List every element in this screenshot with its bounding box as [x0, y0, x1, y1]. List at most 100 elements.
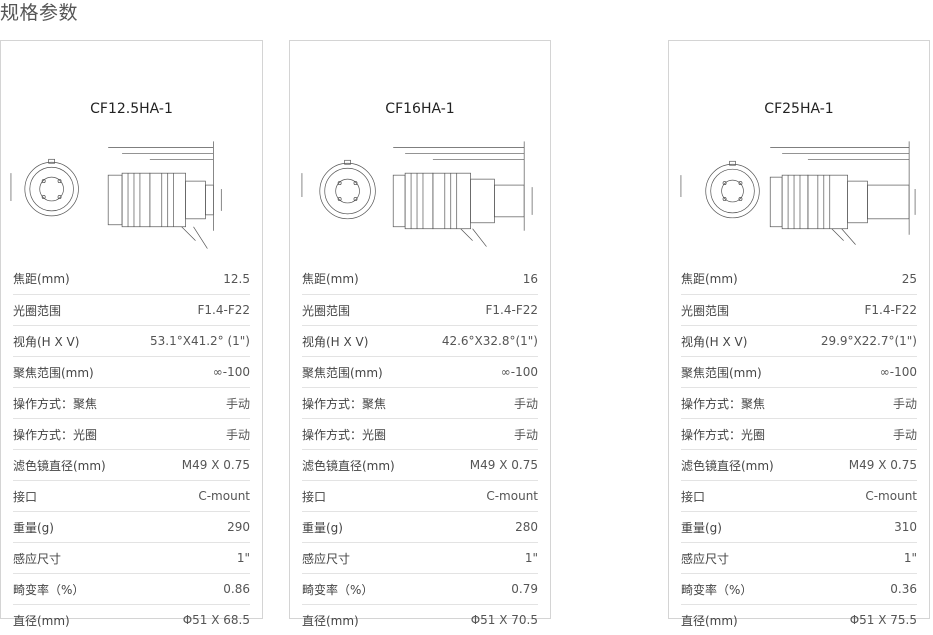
spec-value: 42.6°X32.8°(1") — [441, 334, 538, 348]
spec-table: 焦距(mm)16 光圈范围 F1.4-F22 视角(H X V) 42.6°X32.… — [302, 263, 538, 635]
spec-value: 手动 — [892, 427, 917, 442]
spec-row-distortion: 畸变率（%） 0.86 — [13, 573, 250, 604]
spec-label: 滤色镜直径(mm) — [681, 458, 774, 473]
product-name: CF25HA-1 — [764, 101, 834, 117]
spec-row-sensor-size: 感应尺寸 1" — [681, 542, 917, 573]
spec-value: F1.4-F22 — [197, 303, 251, 317]
spec-row-distortion: 畸变率（%） 0.36 — [681, 573, 917, 604]
spec-row-focal-length: 焦距(mm)16 — [302, 263, 538, 294]
spec-row-view-angle: 视角(H X V) 42.6°X32.8°(1") — [302, 325, 538, 356]
spec-value: F1.4-F22 — [485, 303, 539, 317]
lens-drawing-svg — [680, 141, 916, 245]
spec-row-aperture: 光圈范围 F1.4-F22 — [302, 294, 538, 325]
spec-label: 焦距(mm) — [13, 272, 70, 286]
spec-label: 感应尺寸 — [681, 551, 730, 566]
spec-row-focal-length: 焦距(mm)25 — [681, 263, 917, 294]
spec-row-aperture: 光圈范围 F1.4-F22 — [681, 294, 917, 325]
spec-label: 视角(H X V) — [13, 334, 80, 349]
spec-value: F1.4-F22 — [864, 303, 918, 317]
spec-label: 畸变率（%） — [681, 582, 753, 597]
spec-row-diameter: 直径(mm) Φ51 X 68.5 — [13, 604, 250, 635]
spec-label: 直径(mm) — [681, 613, 738, 628]
product-name: CF12.5HA-1 — [90, 101, 173, 117]
spec-row-diameter: 直径(mm) Φ51 X 75.5 — [681, 604, 917, 635]
spec-row-focus-range: 聚焦范围(mm) ∞-100 — [302, 356, 538, 387]
spec-value: 手动 — [513, 427, 538, 442]
spec-value: C-mount — [865, 489, 917, 503]
spec-row-aperture: 光圈范围 F1.4-F22 — [13, 294, 250, 325]
spec-value: 1" — [236, 551, 250, 565]
spec-value: C-mount — [486, 489, 538, 503]
spec-row-distortion: 畸变率（%）0.79 — [302, 573, 538, 604]
spec-label: 畸变率（%） — [13, 582, 85, 597]
spec-label: 操作方式：聚焦 — [681, 396, 766, 411]
spec-row-iris-operation: 操作方式：光圈 手动 — [302, 418, 538, 449]
spec-value: 53.1°X41.2° (1") — [150, 334, 250, 348]
spec-value: 0.86 — [223, 582, 250, 596]
spec-label: 操作方式：光圈 — [681, 427, 766, 442]
spec-value: 手动 — [225, 427, 250, 442]
lens-dimension-drawing — [294, 131, 546, 261]
spec-label: 重量(g) — [681, 520, 722, 535]
lens-drawing-svg — [301, 141, 533, 247]
spec-value: 12.5 — [223, 271, 250, 286]
spec-row-mount: 接口 C-mount — [13, 480, 250, 511]
spec-row-view-angle: 视角(H X V) 29.9°X22.7°(1") — [681, 325, 917, 356]
spec-label: 操作方式：聚焦 — [13, 396, 98, 411]
spec-label: 聚焦范围(mm) — [13, 365, 94, 380]
spec-value: M49 X 0.75 — [181, 458, 250, 472]
spec-row-iris-operation: 操作方式：光圈 手动 — [13, 418, 250, 449]
spec-row-iris-operation: 操作方式：光圈 手动 — [681, 418, 917, 449]
spec-value: M49 X 0.75 — [469, 458, 538, 472]
spec-label: 光圈范围 — [681, 303, 730, 318]
spec-label: 重量(g) — [302, 520, 343, 535]
spec-value: 280 — [515, 520, 538, 534]
spec-value: 手动 — [225, 396, 250, 411]
spec-label: 操作方式：光圈 — [13, 427, 98, 442]
spec-label: 光圈范围 — [302, 303, 351, 318]
spec-label: 滤色镜直径(mm) — [302, 458, 395, 473]
spec-value: ∞-100 — [500, 365, 538, 379]
spec-value: C-mount — [198, 489, 250, 503]
spec-row-sensor-size: 感应尺寸 1" — [13, 542, 250, 573]
spec-label: 直径(mm) — [13, 613, 70, 628]
spec-value: 29.9°X22.7°(1") — [820, 334, 917, 348]
spec-label: 接口 — [302, 489, 327, 504]
spec-value: 290 — [227, 520, 250, 534]
spec-value: Φ51 X 75.5 — [849, 613, 917, 627]
spec-label: 重量(g) — [13, 520, 54, 535]
spec-label: 光圈范围 — [13, 303, 62, 318]
spec-value: 1" — [903, 551, 917, 565]
spec-row-focus-operation: 操作方式：聚焦手动 — [302, 387, 538, 418]
lens-dimension-drawing — [5, 131, 258, 261]
spec-value: 25 — [901, 271, 917, 286]
lens-dimension-drawing — [673, 131, 925, 261]
spec-row-weight: 重量(g) 280 — [302, 511, 538, 542]
spec-value: M49 X 0.75 — [848, 458, 917, 472]
spec-label: 操作方式：光圈 — [302, 427, 387, 442]
spec-label: 感应尺寸 — [302, 551, 351, 566]
lens-drawing-svg — [10, 141, 222, 249]
spec-label: 视角(H X V) — [681, 334, 748, 349]
spec-label: 感应尺寸 — [13, 551, 62, 566]
spec-label: 滤色镜直径(mm) — [13, 458, 106, 473]
spec-label: 接口 — [13, 489, 38, 504]
spec-value: Φ51 X 68.5 — [182, 613, 250, 627]
spec-row-weight: 重量(g)310 — [681, 511, 917, 542]
spec-label: 视角(H X V) — [302, 334, 369, 349]
spec-row-filter-diameter: 滤色镜直径(mm) M49 X 0.75 — [681, 449, 917, 480]
spec-value: 0.36 — [890, 582, 917, 596]
spec-label: 直径(mm) — [302, 613, 359, 628]
spec-row-filter-diameter: 滤色镜直径(mm) M49 X 0.75 — [302, 449, 538, 480]
spec-value: 16 — [522, 271, 538, 286]
product-card-cf25ha-1: CF25HA-1 焦距(mm)25 光圈范围 F1.4-F22 — [668, 40, 930, 628]
spec-row-focus-range: 聚焦范围(mm)∞-100 — [681, 356, 917, 387]
spec-label: 畸变率（%） — [302, 582, 374, 597]
spec-label: 聚焦范围(mm) — [681, 365, 762, 380]
spec-label: 聚焦范围(mm) — [302, 365, 383, 380]
spec-value: ∞-100 — [212, 365, 250, 379]
